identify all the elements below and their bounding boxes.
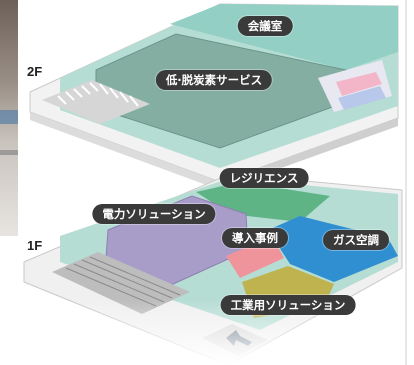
floor-label-1f: 1F <box>27 238 43 253</box>
floor-1f <box>0 173 414 365</box>
stairs-icon <box>52 252 190 314</box>
zone-label-meeting-room[interactable]: 会議室 <box>237 16 293 36</box>
zone-meeting-room[interactable] <box>170 4 398 70</box>
showroom-photo <box>0 0 18 236</box>
floor-label-2f: 2F <box>27 64 43 79</box>
zone-label-low-decarbonization-service[interactable]: 低·脱炭素サービス <box>155 70 273 90</box>
zone-label-gas-air-conditioning[interactable]: ガス空調 <box>323 230 389 250</box>
zone-label-industrial-solution[interactable]: 工業用ソリューション <box>220 295 356 315</box>
floor-2f <box>29 3 399 190</box>
zone-label-power-solution[interactable]: 電力ソリューション <box>92 204 216 224</box>
zone-label-case-studies[interactable]: 導入事例 <box>222 228 288 248</box>
zone-label-resilience[interactable]: レジリエンス <box>219 168 309 188</box>
stairs-icon <box>42 80 150 124</box>
